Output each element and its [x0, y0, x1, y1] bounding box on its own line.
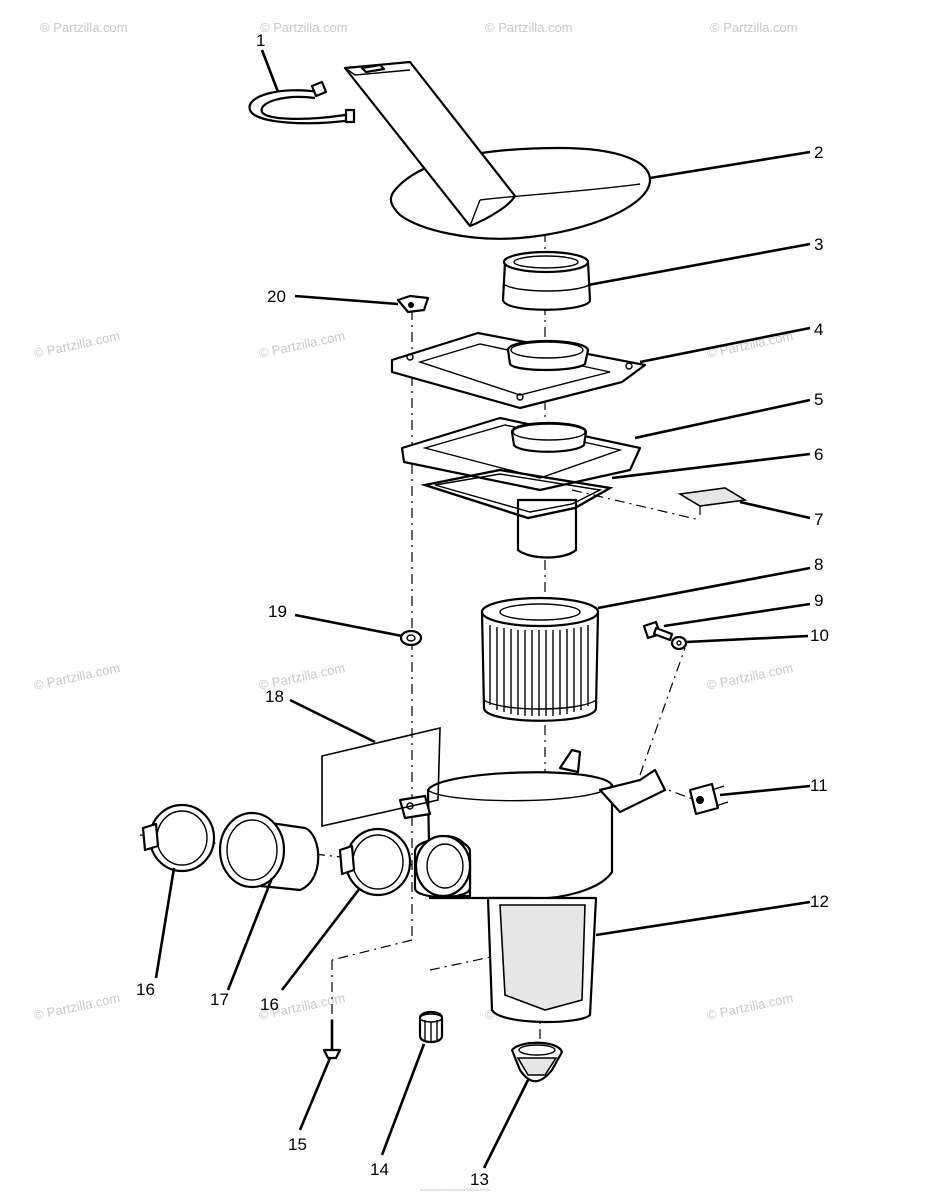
watermark: © Partzilla.com	[260, 20, 348, 35]
callout-15: 15	[288, 1135, 307, 1154]
callout-20: 20	[267, 287, 286, 306]
watermark: © Partzilla.com	[33, 660, 122, 693]
callout-14: 14	[370, 1160, 389, 1179]
part-7-label	[677, 487, 748, 507]
callout-2: 2	[814, 143, 823, 162]
watermark: © Partzilla.com	[33, 328, 122, 361]
part-16-hose-clamp-middle	[338, 827, 412, 897]
part-17-rubber-boot	[218, 811, 320, 892]
callout-7: 7	[814, 510, 823, 529]
part-16-hose-clamp-left	[141, 803, 216, 873]
footer-fine-print: ~~~~~~~~~~~~~~~~~~~~	[420, 1188, 491, 1194]
callout-5: 5	[814, 390, 823, 409]
part-6-gasket	[420, 468, 614, 520]
callout-12: 12	[810, 892, 829, 911]
part-14-plug	[418, 1010, 444, 1044]
callout-11: 11	[810, 776, 828, 795]
callout-6: 6	[814, 445, 823, 464]
callout-19: 19	[268, 602, 287, 621]
part-2-silencer-cover	[343, 60, 652, 240]
leader-lines	[154, 49, 811, 1169]
part-19-washer	[399, 629, 423, 647]
part-18-label	[321, 726, 441, 827]
callout-13: 13	[470, 1170, 489, 1189]
part-1-clamp-band	[248, 80, 356, 125]
watermark: © Partzilla.com	[33, 990, 122, 1023]
part-3-coupling-sleeve	[501, 250, 592, 311]
callout-16-left: 16	[136, 980, 155, 999]
part-5-housing-lid	[400, 416, 642, 559]
callout-1: 1	[256, 31, 265, 50]
part-9-bolt	[642, 620, 674, 642]
callout-labels: 1 2 3 4 5 6 7 8 9 10 11 12 13 14 15 16 1…	[136, 31, 829, 1189]
part-13-drain-valve	[510, 1041, 564, 1083]
watermark: © Partzilla.com	[710, 20, 798, 35]
part-15-screw	[322, 1020, 342, 1060]
callout-9: 9	[814, 591, 823, 610]
filter-pleats	[489, 625, 589, 716]
part-11-clip-nut	[688, 782, 729, 816]
part-20-nut-clip	[396, 294, 430, 314]
callout-3: 3	[814, 235, 823, 254]
callout-17: 17	[210, 990, 229, 1009]
callout-10: 10	[810, 626, 829, 645]
callout-8: 8	[814, 555, 823, 574]
part-10-washer	[670, 635, 688, 651]
callout-18: 18	[265, 687, 284, 706]
watermark: © Partzilla.com	[706, 660, 795, 693]
watermark: © Partzilla.com	[485, 20, 573, 35]
part-4-cover-plate	[390, 331, 647, 410]
part-12-airbox-body	[398, 748, 667, 1024]
part-8-filter-element	[480, 596, 600, 722]
callout-4: 4	[814, 320, 823, 339]
watermark: © Partzilla.com	[40, 20, 128, 35]
watermark: © Partzilla.com	[706, 990, 795, 1023]
watermark: © Partzilla.com	[258, 328, 347, 361]
callout-16-right: 16	[260, 995, 279, 1014]
